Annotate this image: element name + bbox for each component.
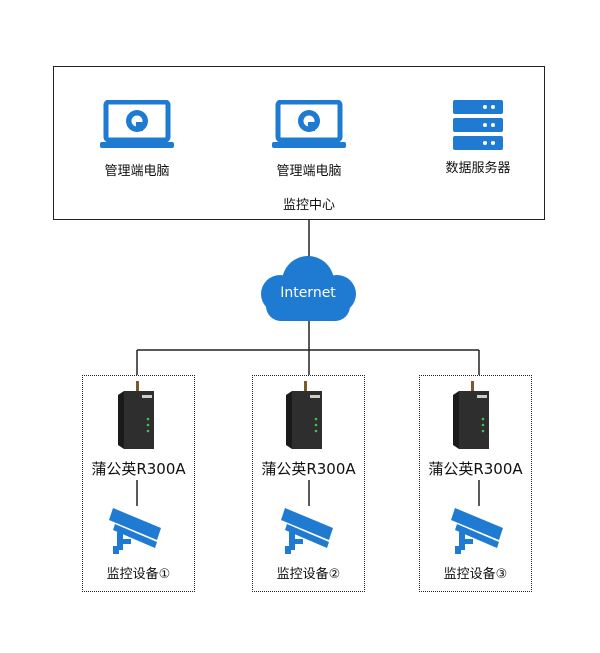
laptop-icon — [272, 99, 346, 154]
router-icon — [453, 381, 493, 455]
router-label: 蒲公英R300A — [91, 460, 186, 478]
server-label: 数据服务器 — [445, 161, 511, 176]
device-label: 监控设备② — [276, 567, 341, 582]
device-site-box — [252, 375, 365, 592]
device-label: 监控设备③ — [443, 567, 508, 582]
monitoring-center-box — [53, 66, 545, 220]
camera-icon — [449, 506, 509, 560]
device-site-box — [82, 375, 195, 592]
device-site-box — [419, 375, 532, 592]
router-label: 蒲公英R300A — [261, 460, 356, 478]
router-icon — [118, 381, 158, 455]
router-icon — [286, 381, 326, 455]
monitoring-center-title: 监控中心 — [282, 198, 335, 213]
laptop-label: 管理端电脑 — [276, 164, 342, 179]
camera-icon — [279, 506, 339, 560]
cloud-label: Internet — [280, 285, 336, 301]
router-label: 蒲公英R300A — [428, 460, 523, 478]
laptop-icon — [100, 99, 174, 154]
device-label: 监控设备① — [106, 567, 171, 582]
camera-icon — [107, 506, 167, 560]
cloud-icon — [252, 252, 364, 326]
server-icon — [453, 100, 503, 154]
laptop-label: 管理端电脑 — [104, 164, 170, 179]
